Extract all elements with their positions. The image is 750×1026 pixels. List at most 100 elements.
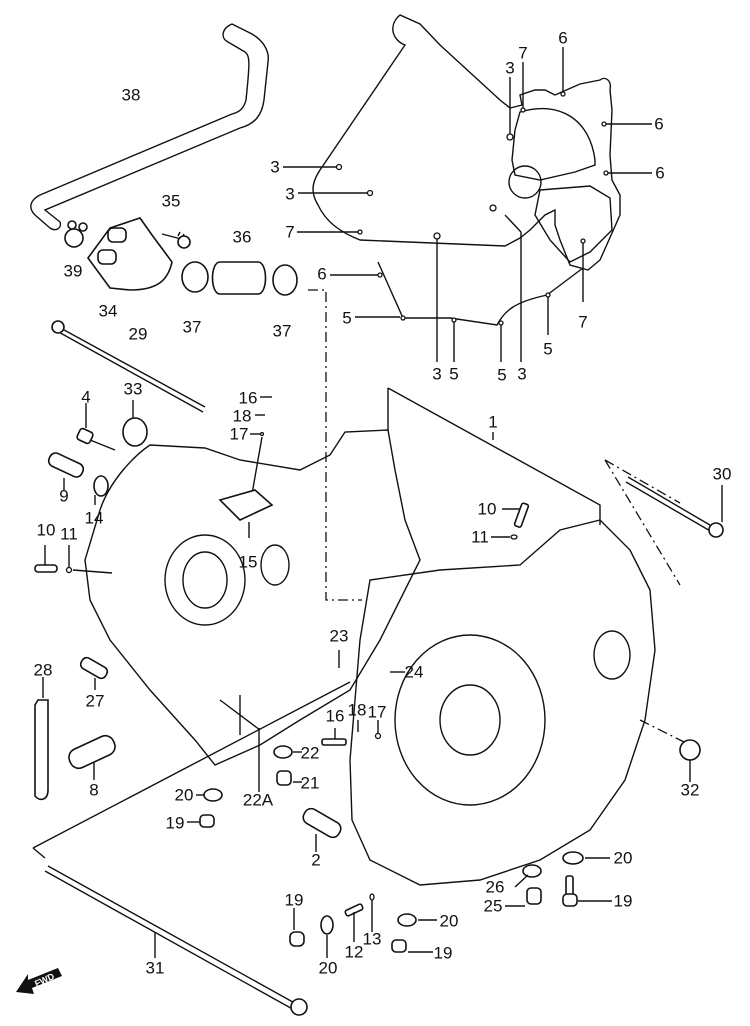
callout-19-a: 19 bbox=[165, 813, 185, 833]
callout-17-b: 17 bbox=[367, 702, 387, 722]
callout-19-d: 19 bbox=[433, 943, 453, 963]
crankcase-left-half bbox=[84, 429, 421, 766]
crankcase-left-bore bbox=[164, 534, 246, 626]
callout-33: 33 bbox=[123, 379, 143, 399]
callout-3-c: 3 bbox=[505, 58, 515, 78]
callout-30: 30 bbox=[712, 464, 732, 484]
clamp-part-37a bbox=[181, 261, 209, 293]
gasket-inner-2 bbox=[534, 185, 613, 263]
callout-3-a: 3 bbox=[270, 157, 280, 177]
callout-1: 1 bbox=[488, 412, 498, 432]
gasket-leaders bbox=[283, 47, 652, 362]
callout-34: 34 bbox=[98, 301, 118, 321]
callout-23: 23 bbox=[329, 626, 349, 646]
callout-18-a: 18 bbox=[232, 406, 252, 426]
bolt-part-30b bbox=[625, 481, 713, 533]
hose-part-38 bbox=[30, 23, 269, 231]
callout-32: 32 bbox=[680, 780, 700, 800]
oring-part-39b bbox=[67, 220, 77, 230]
callout-29: 29 bbox=[128, 324, 148, 344]
callout-9: 9 bbox=[59, 486, 69, 506]
callout-2: 2 bbox=[311, 850, 321, 870]
crankcase-right-bore bbox=[439, 684, 501, 756]
callout-18-b: 18 bbox=[347, 700, 367, 720]
bolt-head-35 bbox=[177, 235, 191, 249]
bolt-head-31 bbox=[290, 998, 308, 1016]
callout-37-a: 37 bbox=[182, 317, 202, 337]
callout-10-b: 10 bbox=[477, 499, 497, 519]
bolt-part-31 bbox=[47, 865, 301, 1007]
callout-16-a: 16 bbox=[238, 388, 258, 408]
clamp-part-37b bbox=[272, 264, 298, 296]
callout-5-c: 5 bbox=[449, 364, 459, 384]
hose-part-36 bbox=[211, 261, 267, 295]
callout-39: 39 bbox=[63, 261, 83, 281]
bolt-part-30 bbox=[627, 476, 716, 529]
guide-line-1 bbox=[308, 289, 362, 601]
bolt-head-30 bbox=[708, 522, 724, 538]
callout-4: 4 bbox=[81, 387, 91, 407]
crankcase-right-bearing bbox=[593, 630, 631, 680]
callout-15: 15 bbox=[238, 552, 258, 572]
callout-22: 22 bbox=[300, 743, 320, 763]
forward-arrow-icon: FWD bbox=[16, 968, 62, 994]
callout-11-a: 11 bbox=[60, 524, 78, 544]
callout-6-b: 6 bbox=[558, 28, 568, 48]
callout-17-a: 17 bbox=[229, 424, 249, 444]
stud-head-29 bbox=[51, 320, 65, 334]
oring-part-39 bbox=[64, 228, 84, 248]
callout-6-a: 6 bbox=[317, 264, 327, 284]
callout-37-b: 37 bbox=[272, 321, 292, 341]
callout-20-d: 20 bbox=[318, 958, 338, 978]
callout-6-d: 6 bbox=[655, 163, 665, 183]
callout-27: 27 bbox=[85, 691, 105, 711]
gasket-lower-edge bbox=[377, 261, 584, 326]
callout-3-e: 3 bbox=[517, 364, 527, 384]
gasket-inner-1 bbox=[511, 107, 596, 181]
stud-part-29 bbox=[54, 324, 206, 408]
gasket-hole bbox=[508, 165, 542, 199]
callout-21: 21 bbox=[300, 773, 320, 793]
callout-3-b: 3 bbox=[285, 184, 295, 204]
callout-7-c: 7 bbox=[578, 312, 588, 332]
callout-3-d: 3 bbox=[432, 364, 442, 384]
callout-22A: 22A bbox=[242, 790, 274, 810]
callout-11-b: 11 bbox=[471, 527, 489, 547]
callout-20-b: 20 bbox=[613, 848, 633, 868]
callout-35: 35 bbox=[161, 191, 181, 211]
callout-5-b: 5 bbox=[543, 339, 553, 359]
callout-13: 13 bbox=[362, 929, 382, 949]
callout-5-a: 5 bbox=[342, 308, 352, 328]
callout-5-d: 5 bbox=[497, 365, 507, 385]
small-parts bbox=[34, 396, 701, 958]
callout-7-b: 7 bbox=[518, 43, 528, 63]
callout-6-c: 6 bbox=[654, 114, 664, 134]
callout-8: 8 bbox=[89, 780, 99, 800]
crankcase-right-half bbox=[349, 519, 656, 886]
callout-12: 12 bbox=[344, 942, 364, 962]
callout-16-b: 16 bbox=[325, 706, 345, 726]
callout-19-c: 19 bbox=[284, 890, 304, 910]
callout-14: 14 bbox=[84, 508, 104, 528]
callout-24: 24 bbox=[404, 662, 424, 682]
oring-part-39c bbox=[78, 222, 88, 232]
callout-36: 36 bbox=[232, 227, 252, 247]
bracket-boss-1 bbox=[107, 227, 127, 243]
forward-direction-badge: FWD bbox=[14, 962, 64, 998]
gasket-part bbox=[312, 14, 621, 271]
callout-26: 26 bbox=[485, 877, 505, 897]
callout-38: 38 bbox=[121, 85, 141, 105]
callout-20-a: 20 bbox=[174, 785, 194, 805]
callout-25: 25 bbox=[483, 896, 503, 916]
bolt-part-31b bbox=[44, 870, 297, 1012]
callout-7-a: 7 bbox=[285, 222, 295, 242]
crankcase-left-bore-inner bbox=[182, 551, 228, 609]
bracket-boss-2 bbox=[97, 249, 117, 265]
callout-10-a: 10 bbox=[36, 520, 56, 540]
callout-28: 28 bbox=[33, 660, 53, 680]
stud-part-29b bbox=[54, 329, 204, 413]
callout-31: 31 bbox=[145, 958, 165, 978]
callout-19-b: 19 bbox=[613, 891, 633, 911]
